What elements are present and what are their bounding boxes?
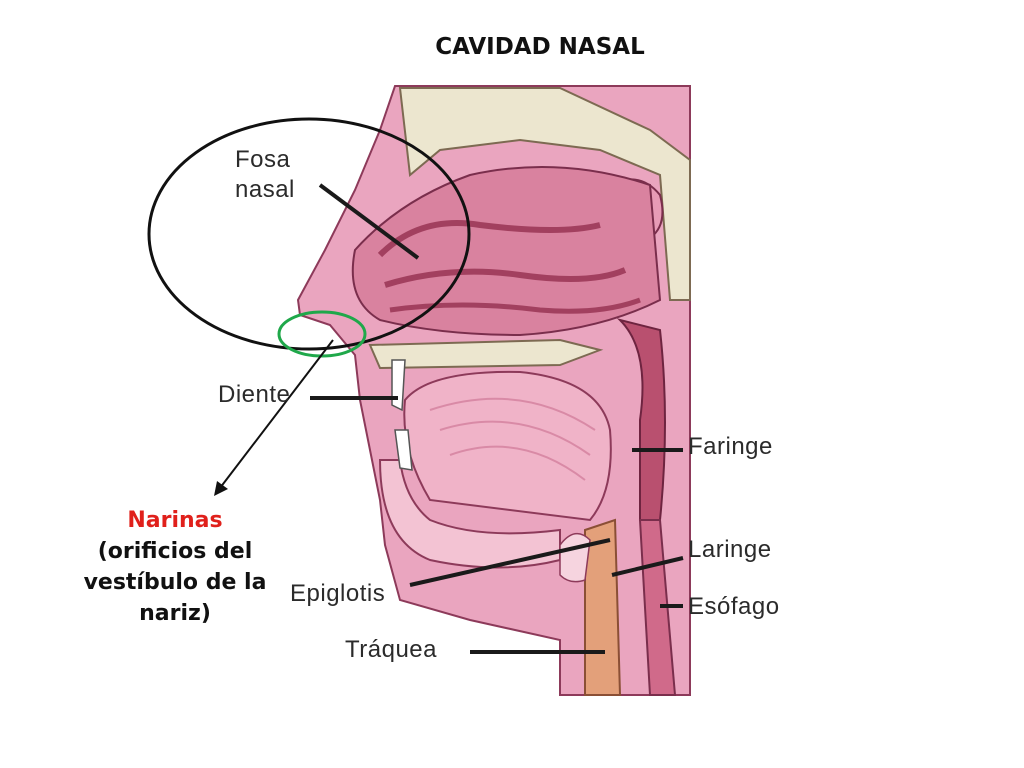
esophagus: [638, 519, 677, 696]
tongue: [403, 370, 612, 522]
caption-highlight: Narinas: [127, 508, 223, 533]
hard-palate: [368, 338, 604, 370]
label-epiglotis: Epiglotis: [290, 580, 386, 607]
caption-line1: (orificios del: [97, 539, 253, 564]
narinas-caption: Narinas (orificios del vestíbulo de la n…: [40, 505, 310, 629]
lower-tooth: [394, 429, 413, 471]
narinas-arrow-line: [219, 339, 334, 489]
laringe-leader: [611, 556, 684, 577]
tongue-lines: [429, 397, 596, 481]
nasal-cavity: [351, 166, 662, 337]
caption-line3: nariz): [139, 601, 211, 626]
upper-tooth: [391, 359, 406, 412]
slide-title: CAVIDAD NASAL: [435, 34, 645, 60]
label-fosa: Fosa nasal: [235, 145, 295, 205]
fosa-leader: [318, 183, 420, 260]
turbinate-low: [389, 297, 641, 314]
label-traquea: Tráquea: [345, 636, 437, 663]
narinas-arrowhead: [214, 481, 228, 496]
label-laringe: Laringe: [688, 536, 772, 563]
caption-line2: vestíbulo de la: [83, 570, 267, 595]
turbinate-mid: [384, 267, 627, 288]
epiglotis-leader: [409, 538, 611, 587]
epiglottis-shape: [559, 532, 591, 583]
skull-bone: [398, 87, 691, 301]
label-fosa-line1: Fosa: [235, 146, 291, 173]
label-diente: Diente: [218, 381, 291, 408]
label-fosa-line2: nasal: [235, 176, 295, 203]
label-esofago: Esófago: [688, 593, 780, 620]
label-faringe: Faringe: [688, 433, 773, 460]
nasal-fossa-callout-ring: [147, 117, 471, 351]
turbinate-upper: [377, 220, 601, 258]
